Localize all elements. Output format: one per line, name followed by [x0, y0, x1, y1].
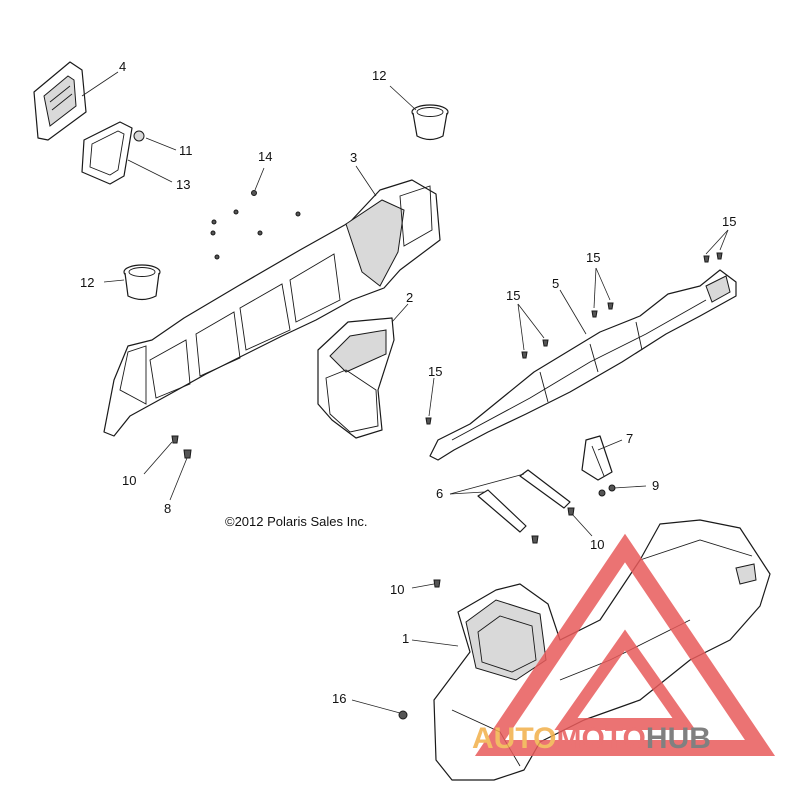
- part-13-gasket: [81, 121, 133, 185]
- leader-lines: [81, 71, 729, 714]
- part-16-bolt: [398, 710, 408, 720]
- callout-15-a: 15: [506, 288, 520, 303]
- part-15-clips: [425, 252, 723, 425]
- watermark-triangle-inner: [554, 629, 696, 730]
- callout-12-top: 12: [372, 68, 386, 83]
- callout-15-c: 15: [722, 214, 736, 229]
- callout-10-a: 10: [122, 473, 136, 488]
- callout-1: 1: [402, 631, 409, 646]
- callout-11: 11: [179, 143, 193, 158]
- callout-9: 9: [652, 478, 659, 493]
- part-3-dash-panel: [103, 179, 441, 437]
- callout-8: 8: [164, 501, 171, 516]
- callout-12-left: 12: [80, 275, 94, 290]
- part-11-nut: [133, 130, 145, 142]
- callout-labels: 4 11 13 12 12 14 3 2 5 15 15 15 15 7 9 6…: [80, 59, 736, 706]
- callout-15-b: 15: [586, 250, 600, 265]
- part-14-screws: [210, 190, 301, 260]
- watermark-logo: AUTOMOTOHUB: [472, 533, 776, 756]
- callout-3: 3: [350, 150, 357, 165]
- part-5-upper-cover: [429, 269, 737, 461]
- callout-10-c: 10: [390, 582, 404, 597]
- callout-7: 7: [626, 431, 633, 446]
- callout-16: 16: [332, 691, 346, 706]
- part-6-struts: [477, 469, 571, 533]
- watermark-triangle-outer: [474, 533, 776, 756]
- callout-4: 4: [119, 59, 126, 74]
- part-12-cupholder-top: [411, 104, 449, 141]
- part-8-clip: [183, 449, 192, 459]
- callout-15-d: 15: [428, 364, 442, 379]
- callout-13: 13: [176, 177, 190, 192]
- part-4-bezel: [33, 61, 87, 141]
- part-12-cupholder-left: [123, 264, 161, 301]
- callout-14: 14: [258, 149, 272, 164]
- part-9-fasteners: [598, 484, 616, 497]
- part-10-clips: [171, 435, 575, 588]
- callout-2: 2: [406, 290, 413, 305]
- callout-6: 6: [436, 486, 443, 501]
- callout-5: 5: [552, 276, 559, 291]
- part-2-console-pod: [317, 317, 395, 439]
- part-7-bracket: [581, 435, 613, 481]
- callout-10-b: 10: [590, 537, 604, 552]
- copyright-notice: ©2012 Polaris Sales Inc.: [225, 514, 368, 529]
- watermark-text-auto: AUTOMOTOHUB: [472, 722, 711, 755]
